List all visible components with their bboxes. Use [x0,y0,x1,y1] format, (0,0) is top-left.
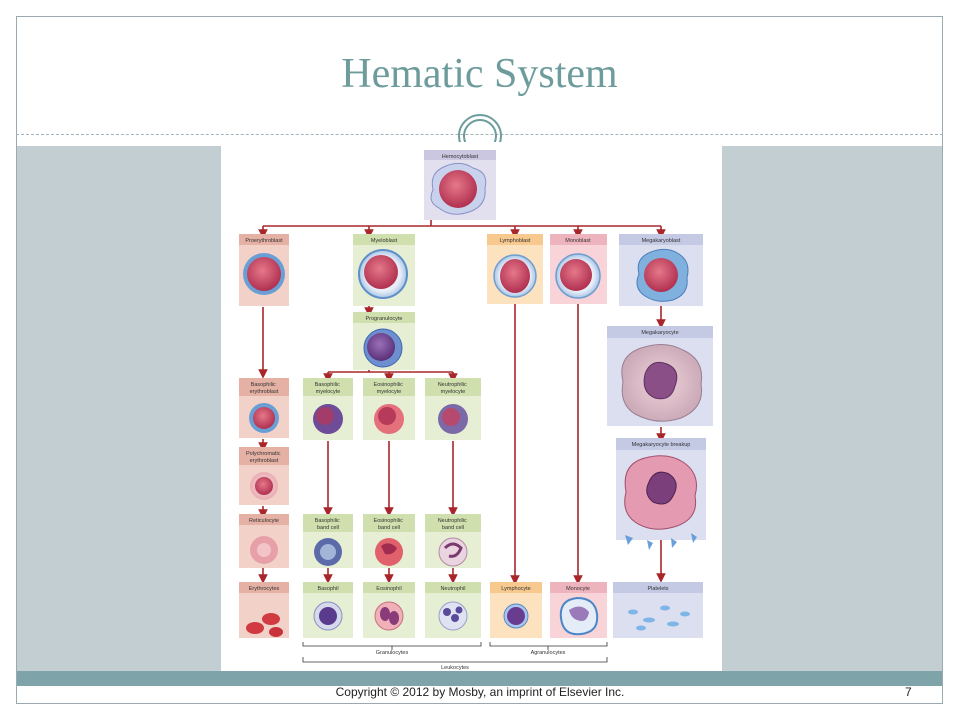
reticulocyte-label: Reticulocyte [249,518,279,524]
neutrophilic-myelocyte-label-line1: Neutrophilic [438,382,467,388]
lymphocyte-label: Lymphocyte [501,586,530,592]
basophilic-myelocyte-label-line1: Basophilic [315,382,340,388]
megakaryoblast-card: Megakaryoblast [619,234,703,306]
polychromatic-erythroblast-label-line1: Polychromatic [246,451,281,457]
myeloblast-card: Myeloblast [353,234,415,306]
neutrophilic-myelocyte-label-line2: myelocyte [441,389,466,395]
reticulocyte-card: Reticulocyte [239,514,289,568]
granulocytes-label: Granulocytes [376,650,409,656]
erythrocytes-card: Erythrocytes [239,582,289,638]
neutrophilic-myelocyte-label: Neutrophilic myelocyte [438,382,469,395]
polychromatic-erythroblast-label: Polychromatic erythroblast [246,451,282,464]
lymphoblast-card: Lymphoblast [487,234,543,304]
hemocytoblast-label: Hemocytoblast [442,154,479,160]
platelets-label: Platelets [647,586,668,592]
neutrophilic-band-cell-label: Neutrophilic band cell [438,518,469,531]
slide-frame [16,16,943,704]
agranulocytes-label: Agranulocytes [531,650,566,656]
neutrophilic-myelocyte-card: Neutrophilic myelocyte [425,378,481,440]
group-brackets [302,642,608,663]
eosinophilic-myelocyte-label: Eosinophilic myelocyte [374,382,405,395]
eosinophilic-myelocyte-label-line2: myelocyte [377,389,402,395]
footer-bar [17,671,942,686]
eosinophilic-band-cell-card: Eosinophilic band cell [363,514,415,568]
polychromatic-erythroblast-label-line2: erythroblast [250,458,279,464]
myeloblast-label: Myeloblast [371,238,398,244]
neutrophilic-band-cell-label-line2: band cell [442,525,464,531]
monocyte-label: Monocyte [566,586,590,592]
slide-title: Hematic System [341,51,618,97]
proerythroblast-label: Proerythroblast [245,238,283,244]
eosinophilic-myelocyte-label-line1: Eosinophilic [374,382,404,388]
polychromatic-erythroblast-card: Polychromatic erythroblast [239,447,289,505]
hemocytoblast-card: Hemocytoblast [424,150,496,220]
copyright-text: Copyright © 2012 by Mosby, an imprint of… [335,685,625,699]
basophilic-erythroblast-label-line2: erythroblast [250,389,279,395]
lymphoblast-label: Lymphoblast [500,238,531,244]
neutrophilic-band-cell-card: Neutrophilic band cell [425,514,481,568]
eosinophilic-band-cell-label-line2: band cell [378,525,400,531]
basophil-card: Basophil [303,582,353,638]
platelet-fragments [625,533,697,550]
eosinophilic-band-cell-label: Eosinophilic band cell [374,518,405,531]
megakaryocyte-breakup-label: Megakaryocyte breakup [632,442,691,448]
basophilic-myelocyte-card: Basophilic myelocyte [303,378,353,440]
basophilic-myelocyte-label: Basophilic myelocyte [315,382,342,395]
progranulocyte-label: Progranulocyte [366,316,403,322]
eosinophilic-band-cell-label-line1: Eosinophilic [374,518,404,524]
neutrophil-label: Neutrophil [440,586,465,592]
basophil-label: Basophil [317,586,338,592]
title-divider [16,134,943,135]
platelets-card: Platelets [613,582,703,638]
basophilic-erythroblast-label: Basophilic erythroblast [250,382,279,395]
neutrophilic-band-cell-label-line1: Neutrophilic [438,518,467,524]
megakaryocyte-breakup-card: Megakaryocyte breakup [616,438,706,540]
eosinophil-card: Eosinophil [363,582,415,638]
basophilic-band-cell-label: Basophilic band cell [315,518,342,531]
basophilic-band-cell-card: Basophilic band cell [303,514,353,568]
basophilic-myelocyte-label-line2: myelocyte [316,389,341,395]
connector-lines [258,220,666,585]
basophilic-band-cell-label-line2: band cell [317,525,339,531]
hematopoiesis-diagram: Hemocytoblast Proerythroblast Myeloblast… [239,150,713,671]
eosinophilic-myelocyte-card: Eosinophilic myelocyte [363,378,415,440]
neutrophil-card: Neutrophil [425,582,481,638]
megakaryoblast-label: Megakaryoblast [642,238,681,244]
basophilic-band-cell-label-line1: Basophilic [315,518,340,524]
page-number: 7 [905,685,912,699]
basophilic-erythroblast-label-line1: Basophilic [251,382,276,388]
erythrocytes-label: Erythrocytes [249,586,280,592]
megakaryocyte-card: Megakaryocyte [607,326,713,426]
lymphocyte-card: Lymphocyte [490,582,542,638]
monoblast-label: Monoblast [565,238,591,244]
monoblast-card: Monoblast [550,234,607,304]
progranulocyte-card: Progranulocyte [353,312,415,370]
megakaryocyte-label: Megakaryocyte [641,330,678,336]
hematopoiesis-figure: Hemocytoblast Proerythroblast Myeloblast… [221,142,722,672]
eosinophil-label: Eosinophil [376,586,401,592]
basophilic-erythroblast-card: Basophilic erythroblast [239,378,289,438]
proerythroblast-card: Proerythroblast [239,234,289,306]
leukocytes-label: Leukocytes [441,665,469,671]
monocyte-card: Monocyte [550,582,607,638]
